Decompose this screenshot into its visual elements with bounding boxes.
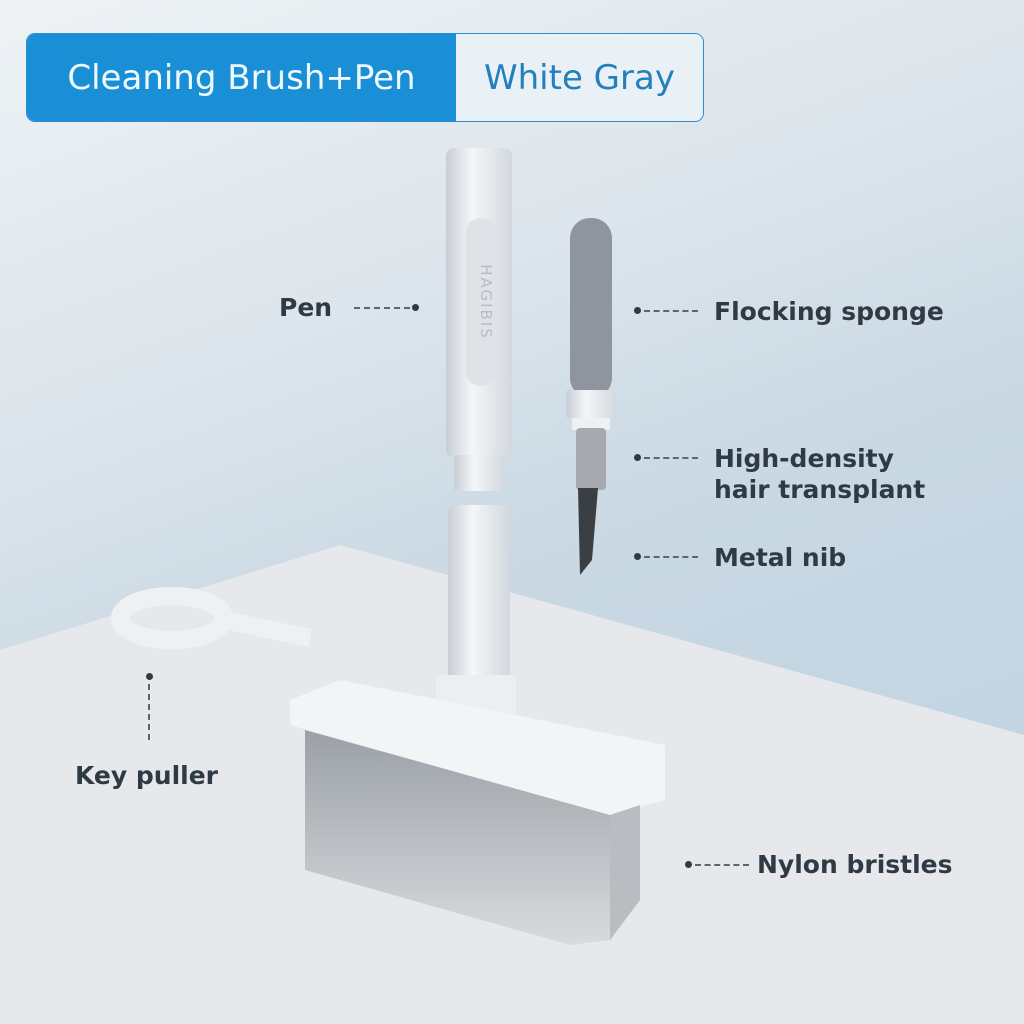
- product-name: Cleaning Brush+Pen: [27, 34, 456, 121]
- brush: [290, 505, 665, 945]
- label-flocking-sponge: Flocking sponge: [714, 297, 944, 326]
- leader-bristles: [695, 864, 749, 866]
- label-hair-line1: High-density: [714, 444, 894, 473]
- label-nylon-bristles: Nylon bristles: [757, 850, 953, 879]
- product-header: Cleaning Brush+Pen White Gray: [26, 33, 704, 122]
- label-key-puller: Key puller: [75, 761, 219, 790]
- leader-dot: [634, 454, 641, 461]
- leader-nib: [644, 556, 698, 558]
- label-metal-nib: Metal nib: [714, 543, 847, 572]
- leader-dot: [685, 861, 692, 868]
- label-pen: Pen: [279, 293, 333, 322]
- leader-sponge: [644, 310, 698, 312]
- sponge-pen: [566, 218, 616, 575]
- leader-key-puller: [148, 684, 150, 740]
- leader-dot: [634, 553, 641, 560]
- svg-text:HAGIBIS: HAGIBIS: [477, 264, 495, 340]
- label-hair-line2: hair transplant: [714, 475, 926, 504]
- color-variant: White Gray: [456, 34, 703, 121]
- pen-cap: HAGIBIS: [446, 148, 512, 491]
- leader-dot: [146, 673, 153, 680]
- leader-hair: [644, 457, 698, 459]
- leader-dot: [634, 307, 641, 314]
- leader-dot: [412, 304, 419, 311]
- leader-pen: [354, 307, 410, 309]
- key-puller: [111, 587, 312, 649]
